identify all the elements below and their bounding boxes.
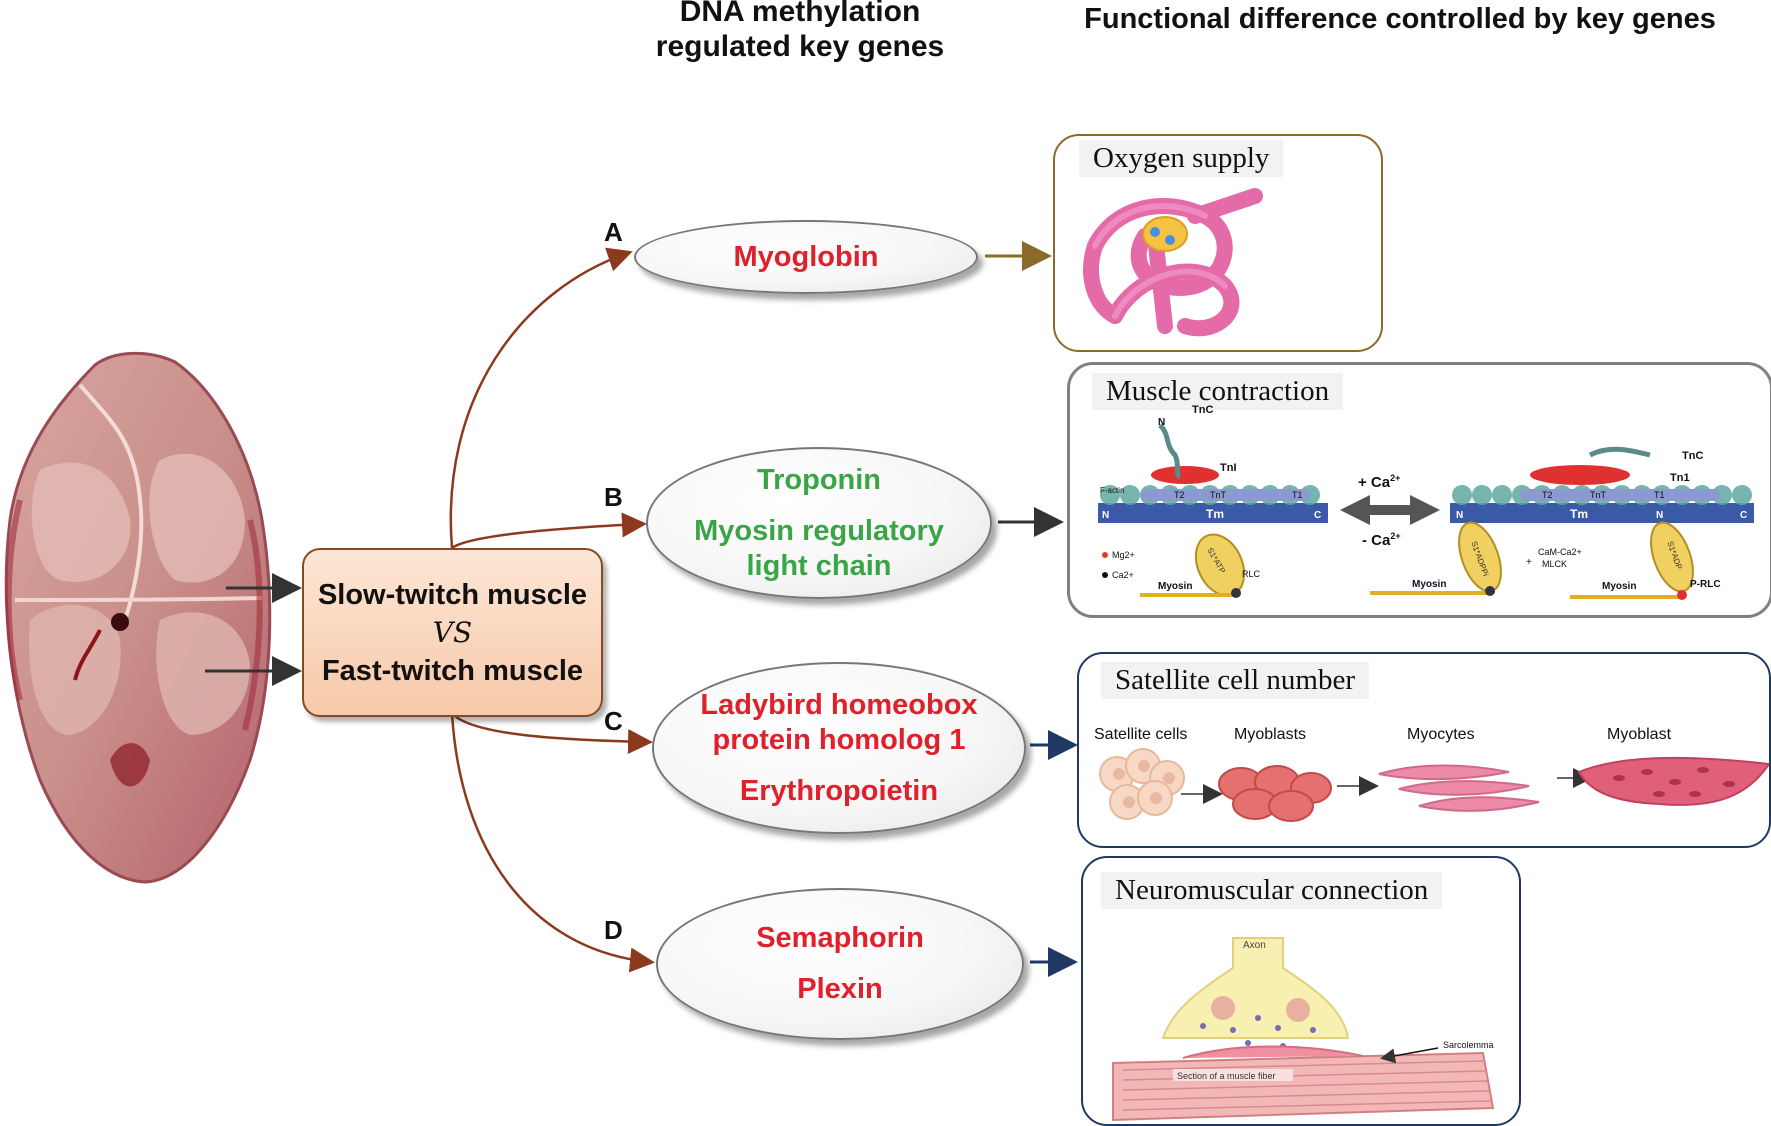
branch-b-arrow	[451, 512, 647, 550]
myosin-label-left: Myosin	[1158, 581, 1192, 592]
branch-c-arrow	[451, 712, 653, 755]
label-myoblasts: Myoblasts	[1234, 726, 1307, 743]
tm-label-right: Tm	[1570, 507, 1588, 521]
minus-ca-label: - Ca2+	[1362, 531, 1401, 549]
muscle-comparison-box: Slow-twitch muscle VS Fast-twitch muscle	[302, 548, 603, 717]
genes-header-line1: DNA methylation	[679, 0, 921, 28]
axon-label: Axon	[1243, 940, 1266, 951]
branch-letter-a: A	[604, 217, 623, 247]
tm-label-left: Tm	[1206, 507, 1224, 521]
c-label-left: C	[1314, 510, 1321, 521]
panel-satellite-cells: Satellite cell number Satellite cells My…	[1077, 652, 1771, 848]
plus-label: +	[1526, 557, 1532, 568]
muscle-section-label: Section of a muscle fiber	[1177, 1071, 1276, 1081]
tnc-label-right: TnC	[1682, 450, 1703, 462]
t1-label-left: T1	[1292, 490, 1303, 500]
gene-erythropoietin: Erythropoietin	[739, 774, 939, 807]
c-label-right: C	[1740, 510, 1747, 521]
tni-label: TnI	[1220, 462, 1237, 474]
tnt-label-left: TnT	[1210, 490, 1227, 500]
branch-letter-b: B	[604, 482, 623, 512]
tnc-label-left: TnC	[1192, 404, 1213, 416]
n-label-right: N	[1456, 510, 1463, 521]
branch-a-arrow	[449, 247, 633, 549]
satellite-cell-progression	[1099, 748, 1769, 822]
branch-d-arrow	[450, 712, 655, 973]
genes-header: DNA methylation regulated key genes	[610, 0, 990, 64]
panel-d-title: Neuromuscular connection	[1101, 872, 1443, 909]
neuromuscular-junction-diagram: Axon Sarcolemma Section of a muscle fibe…	[1112, 937, 1495, 1122]
n-label-right-2: N	[1656, 510, 1663, 521]
vs-label: VS	[432, 615, 473, 649]
panel-c-title: Satellite cell number	[1101, 662, 1369, 699]
gene-troponin: Troponin	[756, 463, 882, 496]
branch-letter-c: C	[604, 706, 623, 736]
contraction-diagram: TnC N TnI F-actin T2 TnT T1 N Tm C S1*AT…	[1098, 404, 1754, 600]
t2-label-left: T2	[1174, 490, 1185, 500]
myosin-label-right: Myosin	[1602, 581, 1636, 592]
panel-oxygen-supply: Oxygen supply	[1053, 134, 1383, 352]
factin-label-left: F-actin	[1100, 486, 1124, 495]
plus-ca-label: + Ca2+	[1358, 473, 1400, 491]
tnt-label-right: TnT	[1590, 490, 1607, 500]
slow-twitch-label: Slow-twitch muscle	[317, 578, 588, 611]
gene-myoglobin: Myoglobin	[733, 240, 879, 273]
gene-myosin-rlc-line1: Myosin regulatory	[694, 514, 944, 547]
branch-letter-d: D	[604, 915, 623, 945]
label-myocytes: Myocytes	[1407, 726, 1475, 743]
n-label-left-top: N	[1158, 417, 1165, 428]
fast-twitch-label: Fast-twitch muscle	[321, 654, 584, 687]
gene-plexin: Plexin	[797, 973, 883, 1005]
label-myoblast: Myoblast	[1607, 726, 1672, 743]
rlc-label: RLC	[1242, 569, 1261, 579]
gene-ellipse-a: Myoglobin	[634, 220, 978, 294]
mlck-label: MLCK	[1542, 559, 1567, 569]
gene-lbx1-line1: Ladybird homeobox	[700, 688, 978, 721]
t1-label-right: T1	[1654, 490, 1665, 500]
gene-semaphorin: Semaphorin	[756, 922, 924, 954]
prlc-label: P-RLC	[1690, 579, 1721, 590]
gene-ellipse-b: Troponin Myosin regulatory light chain	[646, 447, 992, 599]
sarcolemma-label: Sarcolemma	[1443, 1040, 1494, 1050]
mg-label: Mg2+	[1112, 550, 1135, 560]
tn1-label: Tn1	[1670, 472, 1690, 484]
fish-cross-section-image	[4, 351, 272, 884]
panel-muscle-contraction: Muscle contraction TnC N TnI F-actin T2 …	[1067, 362, 1771, 618]
panel-b-title: Muscle contraction	[1092, 373, 1344, 410]
gene-lbx1-line2: protein homolog 1	[712, 723, 966, 756]
genes-header-line2: regulated key genes	[655, 30, 945, 63]
label-satellite-cells: Satellite cells	[1094, 726, 1188, 743]
n-label-left: N	[1102, 510, 1109, 521]
myoglobin-structure-icon	[1083, 188, 1263, 337]
gene-ellipse-d: Semaphorin Plexin	[656, 888, 1024, 1040]
cam-label: CaM-Ca2+	[1538, 547, 1582, 557]
function-header: Functional difference controlled by key …	[1084, 3, 1716, 35]
gene-myosin-rlc-line2: light chain	[746, 549, 892, 582]
t2-label-right: T2	[1542, 490, 1553, 500]
ca-legend-label: Ca2+	[1112, 570, 1134, 580]
gene-ellipse-c: Ladybird homeobox protein homolog 1 Eryt…	[652, 662, 1026, 834]
panel-neuromuscular: Neuromuscular connection Axon Sarcolemma…	[1081, 856, 1521, 1126]
panel-a-title: Oxygen supply	[1079, 140, 1284, 177]
myosin-label-mid: Myosin	[1412, 579, 1446, 590]
